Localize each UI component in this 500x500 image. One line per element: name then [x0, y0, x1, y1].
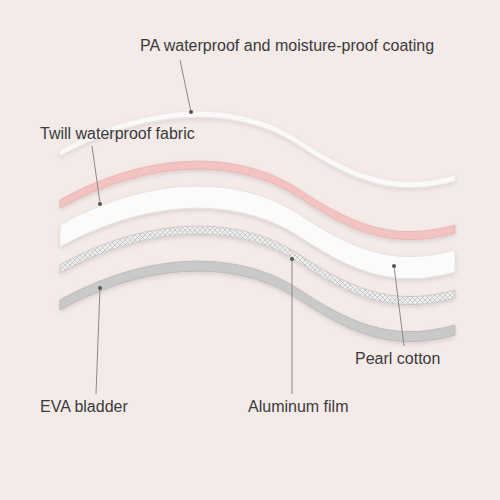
leader-lines — [92, 60, 404, 394]
part-name: Aluminum film — [248, 397, 348, 416]
twill-layer — [60, 161, 455, 239]
part-name: EVA bladder — [40, 397, 128, 416]
part-name: Twill waterproof fabric — [40, 124, 195, 143]
part-name: Pearl cotton — [355, 349, 440, 368]
part-name: PA waterproof and moisture-proof coating — [140, 36, 434, 55]
coating-layer — [60, 111, 455, 187]
